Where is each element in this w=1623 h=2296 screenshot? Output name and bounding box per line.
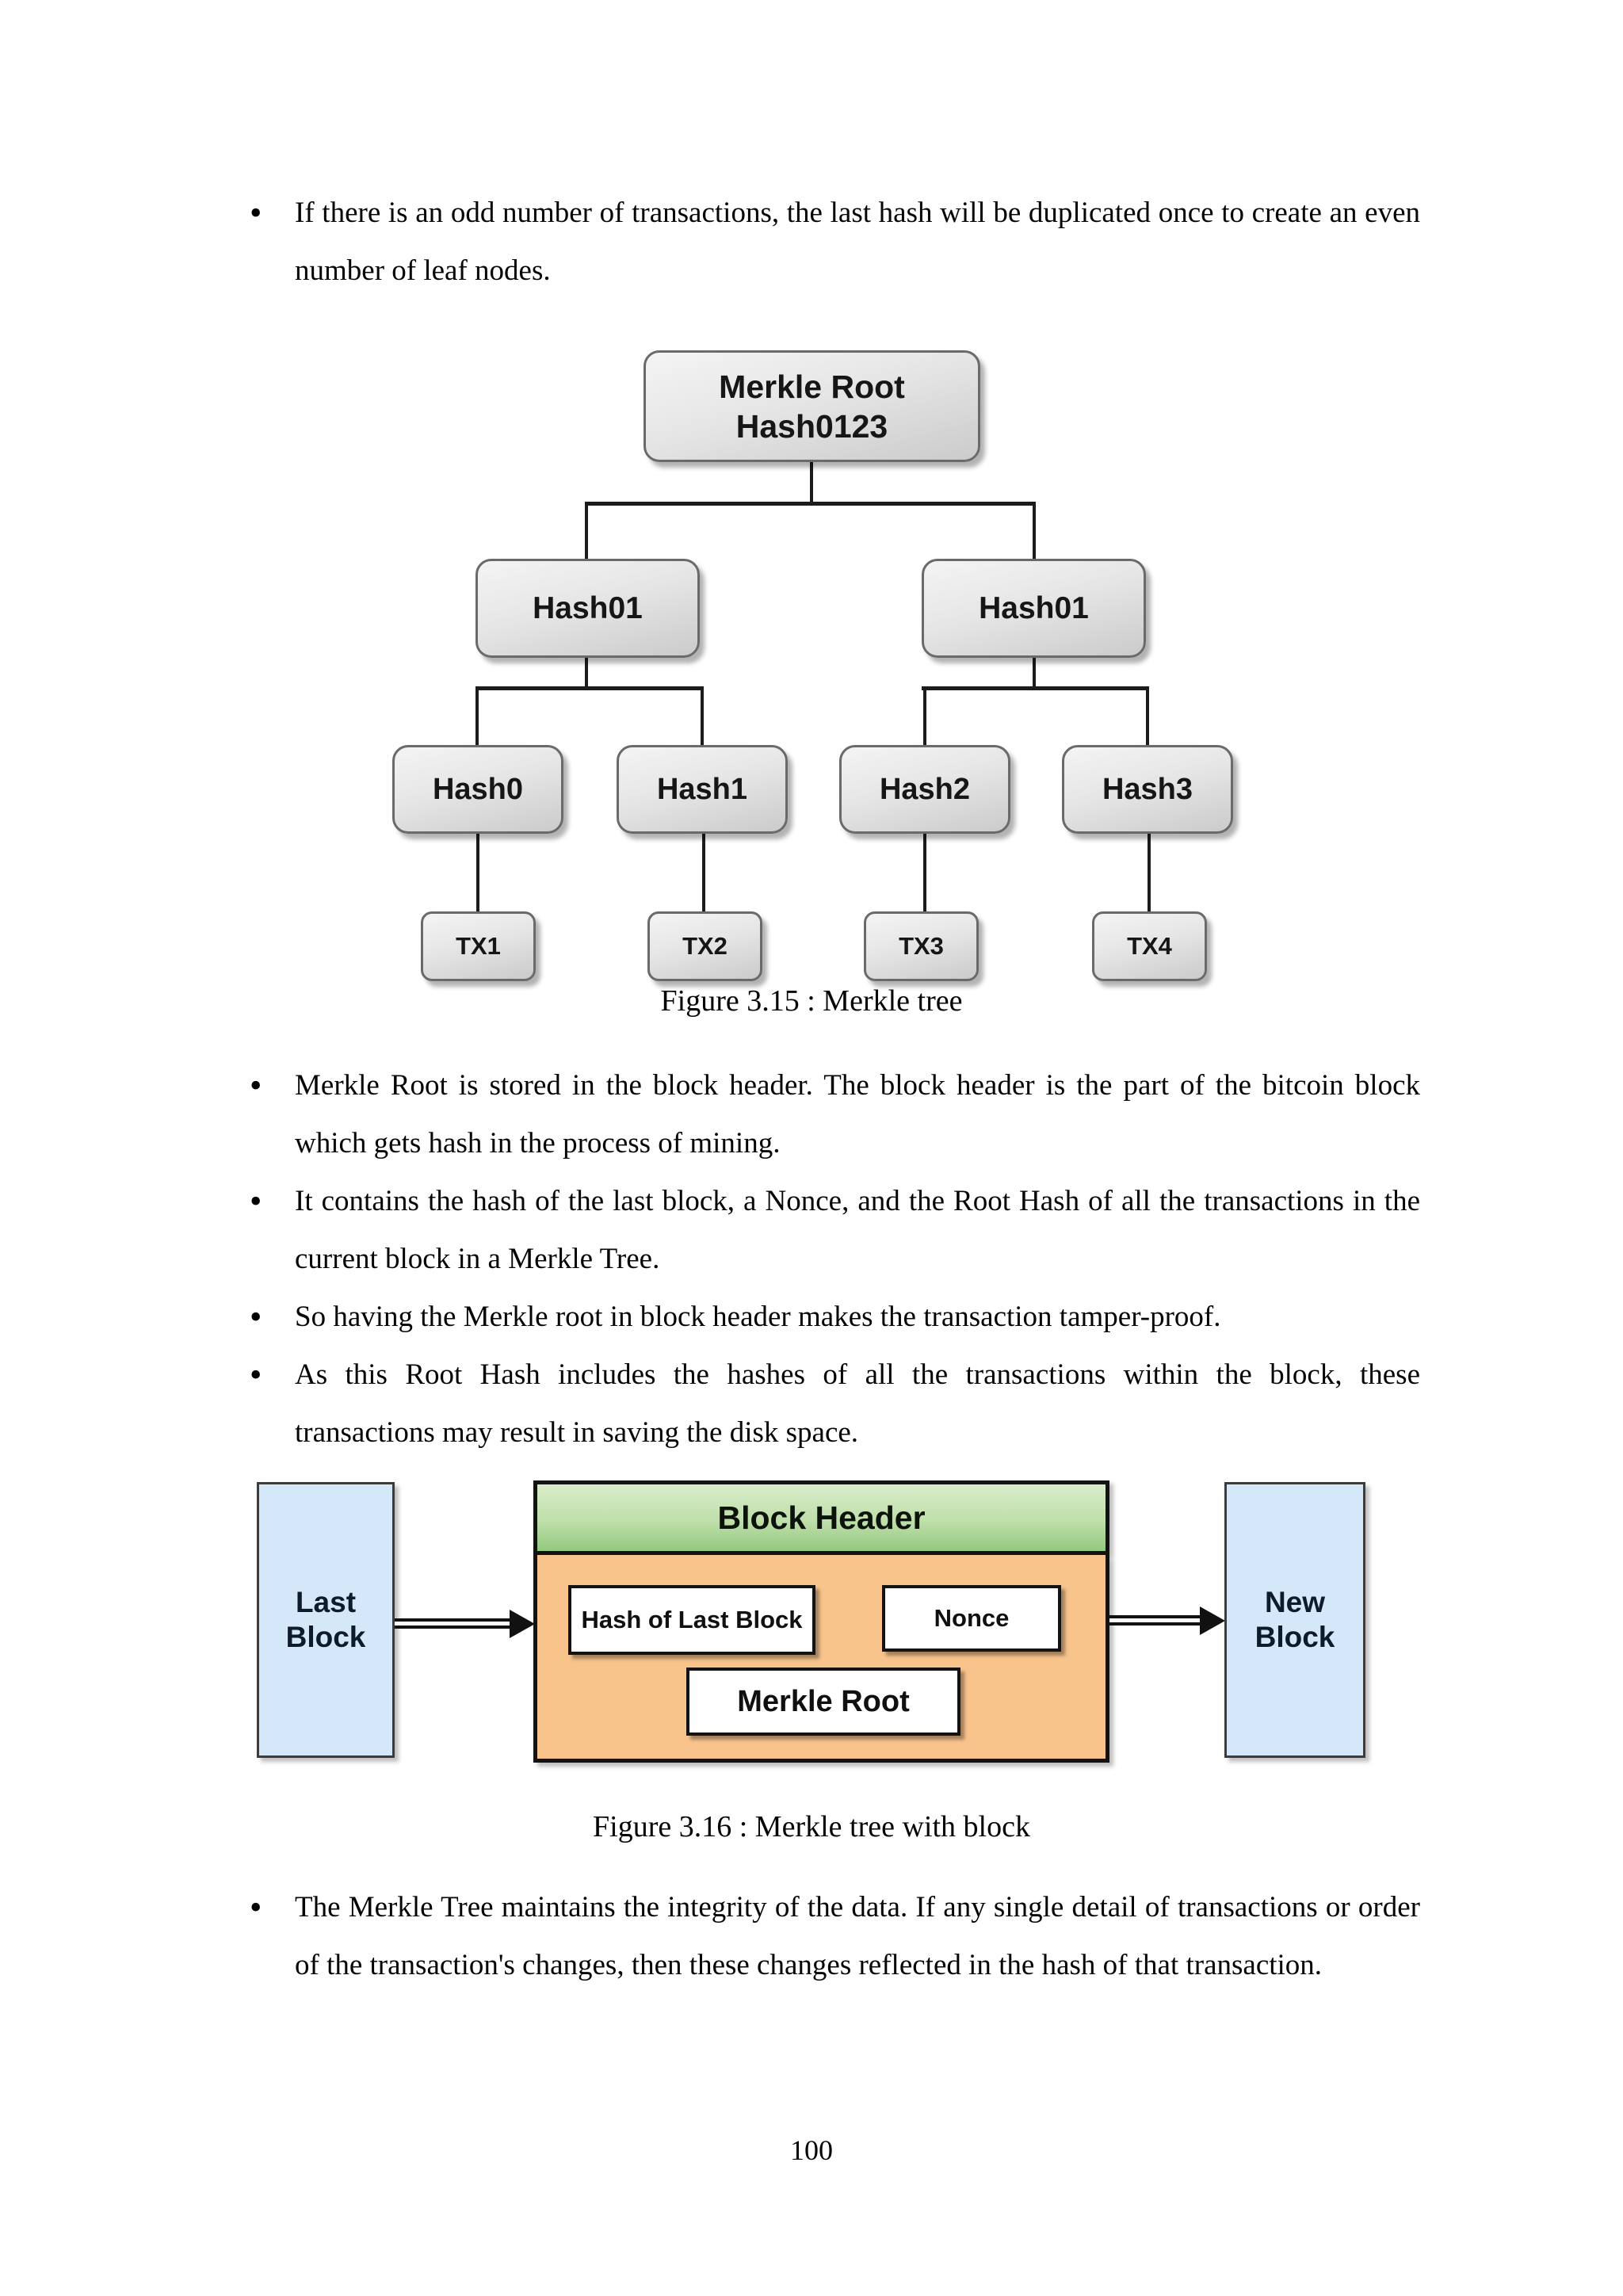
last-block-label-line1: Last [295,1586,357,1618]
connector-line [585,502,1036,506]
figure-315-caption: Figure 3.15 : Merkle tree [660,984,963,1018]
arrowhead-icon [1200,1606,1225,1635]
tree-node-tx1: TX1 [421,911,536,981]
node-label-line1: Merkle Root [719,368,905,405]
bullet-item: If there is an odd number of transaction… [250,184,1420,300]
connector-line [1033,656,1036,690]
tree-node-tx3: TX3 [864,911,979,981]
nonce-box: Nonce [882,1585,1061,1652]
arrow-header-to-new [1109,1615,1205,1626]
bullet-item: As this Root Hash includes the hashes of… [250,1346,1420,1461]
bullet-item: It contains the hash of the last block, … [250,1172,1420,1288]
tree-node-hash01-right: Hash01 [922,559,1146,658]
closing-bullet-list: The Merkle Tree maintains the integrity … [250,1878,1420,1994]
arrowhead-icon [510,1610,535,1638]
new-block-box: New Block [1224,1482,1365,1758]
connector-line [923,834,926,911]
connector-line [701,686,704,745]
bullet-item: Merkle Root is stored in the block heade… [250,1056,1420,1172]
connector-line [475,686,704,690]
tree-node-hash01-left: Hash01 [475,559,700,658]
tree-node-hash0: Hash0 [392,745,563,834]
last-block-box: Last Block [257,1482,395,1758]
merkle-root-box: Merkle Root [686,1668,960,1736]
body-bullet-list: Merkle Root is stored in the block heade… [250,1056,1420,1461]
block-header-bar: Block Header [533,1480,1109,1555]
connector-line [1148,834,1151,911]
last-block-label-line2: Block [285,1621,366,1653]
tree-node-hash2: Hash2 [839,745,1010,834]
hash-of-last-block-box: Hash of Last Block [568,1585,815,1655]
connector-line [702,834,705,911]
connector-line [1033,502,1036,559]
node-label-line2: Hash0123 [735,407,888,445]
connector-line [922,686,1149,690]
new-block-label-line2: Block [1254,1621,1335,1653]
connector-line [585,502,588,559]
new-block-label-line1: New [1264,1586,1326,1618]
connector-line [1146,686,1149,745]
connector-line [476,834,479,911]
intro-bullet-list: If there is an odd number of transaction… [250,184,1420,300]
arrow-last-to-header [395,1618,514,1629]
tree-node-tx4: TX4 [1092,911,1207,981]
tree-node-merkle-root: Merkle Root Hash0123 [643,350,980,462]
connector-line [585,658,588,690]
tree-node-hash1: Hash1 [617,745,788,834]
connector-line [810,462,813,505]
connector-line [923,686,926,745]
figure-316-caption: Figure 3.16 : Merkle tree with block [593,1810,1030,1843]
tree-node-hash3: Hash3 [1062,745,1233,834]
tree-node-tx2: TX2 [647,911,762,981]
bullet-item: So having the Merkle root in block heade… [250,1288,1420,1346]
page-number: 100 [790,2134,833,2166]
bullet-item: The Merkle Tree maintains the integrity … [250,1878,1420,1994]
connector-line [475,686,479,745]
